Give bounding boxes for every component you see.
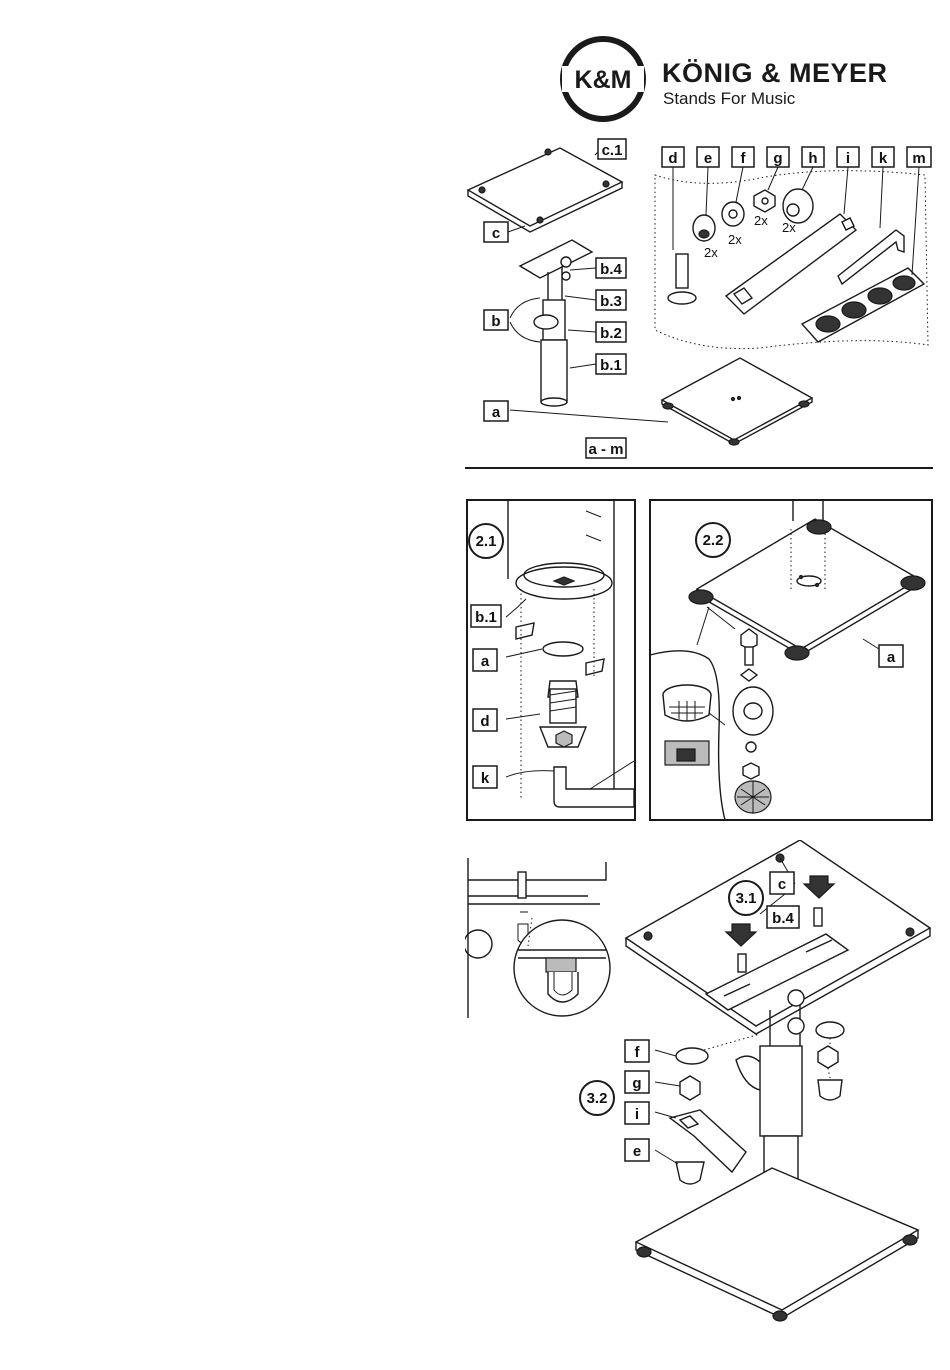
pads-m (802, 268, 924, 342)
label-g-3: g (625, 1071, 649, 1093)
svg-text:g: g (632, 1075, 641, 1092)
svg-text:d: d (668, 150, 677, 167)
part-label-b4: b.4 (596, 258, 626, 278)
base-plate-a (662, 358, 812, 445)
pole-assembly-b (520, 240, 592, 406)
label-c-3: c (770, 872, 794, 894)
step-3-2-badge: 3.2 (580, 1081, 614, 1115)
part-label-k: k (872, 147, 894, 167)
logo-text: K&M (575, 66, 632, 94)
svg-text:k: k (481, 770, 490, 787)
svg-text:2.2: 2.2 (703, 532, 724, 549)
parts-overview-figure: c.1 c b.4 b.3 b b.2 b.1 a a - m d e f g … (465, 135, 935, 465)
step-3-1-badge: 3.1 (729, 881, 763, 915)
svg-text:b.2: b.2 (600, 325, 622, 342)
step-3-figure: c b.4 f g i e 3.1 3.2 (465, 840, 935, 1330)
brand-tagline: Stands For Music (663, 89, 795, 109)
part-label-f: f (732, 147, 754, 167)
foot-tr (807, 520, 831, 534)
svg-text:b: b (491, 313, 500, 330)
svg-text:b.4: b.4 (772, 910, 794, 927)
part-label-c: c (484, 222, 508, 242)
part-label-b3: b.3 (596, 290, 626, 310)
part-label-b2: b.2 (596, 322, 626, 342)
part-label-g: g (767, 147, 789, 167)
step-2-1-badge: 2.1 (469, 524, 503, 558)
part-label-d: d (662, 147, 684, 167)
svg-text:a: a (481, 653, 490, 670)
svg-text:m: m (912, 150, 925, 167)
qty-h: 2x (782, 220, 796, 235)
svg-text:b.1: b.1 (600, 357, 622, 374)
svg-text:b.1: b.1 (475, 609, 497, 626)
label-d: d (473, 709, 497, 731)
detail-inset (465, 858, 610, 1018)
qty-f: 2x (728, 232, 742, 247)
svg-text:d: d (480, 713, 489, 730)
washer-f (722, 202, 744, 226)
part-label-i: i (837, 147, 859, 167)
top-plate-c-3 (626, 840, 930, 1034)
svg-text:i: i (635, 1106, 639, 1123)
svg-text:c: c (778, 876, 786, 893)
label-a: a (473, 649, 497, 671)
svg-text:2.1: 2.1 (476, 533, 497, 550)
step-2-1-figure: 2.1 b.1 a d k (466, 499, 636, 821)
nut-g-3 (680, 1076, 700, 1100)
top-plate-c (468, 148, 622, 232)
svg-text:3.2: 3.2 (587, 1090, 608, 1107)
step-2-2-figure: 2.2 a (649, 499, 933, 821)
foot-e (693, 215, 715, 241)
part-label-b: b (484, 310, 508, 330)
qty-g: 2x (754, 213, 768, 228)
brand-header: K&M KÖNIG & MEYER Stands For Music (560, 38, 930, 118)
km-logo-icon: K&M (560, 36, 646, 122)
washer-f-3 (676, 1048, 708, 1064)
svg-text:e: e (704, 150, 712, 167)
foot-r (901, 576, 925, 590)
part-label-e: e (697, 147, 719, 167)
svg-text:c: c (492, 225, 500, 242)
brand-name: KÖNIG & MEYER (662, 58, 888, 89)
svg-text:b.4: b.4 (600, 261, 622, 278)
section-divider (465, 467, 933, 469)
part-label-b1: b.1 (596, 354, 626, 374)
svg-text:i: i (846, 150, 850, 167)
label-a-2-2: a (879, 645, 903, 667)
cap-h (783, 189, 813, 223)
part-label-c1: c.1 (598, 139, 626, 159)
label-b1: b.1 (471, 605, 501, 627)
svg-text:3.1: 3.1 (736, 890, 757, 907)
svg-text:e: e (633, 1143, 641, 1160)
foot-b (785, 646, 809, 660)
foot-e-3 (676, 1162, 704, 1184)
part-label-a: a (484, 401, 508, 421)
label-e-3: e (625, 1139, 649, 1161)
svg-text:c.1: c.1 (602, 142, 623, 159)
label-k: k (473, 766, 497, 788)
nut-g (754, 190, 775, 212)
label-i-3: i (625, 1102, 649, 1124)
foot-l (689, 590, 713, 604)
svg-text:a - m: a - m (588, 441, 623, 458)
label-f-3: f (625, 1040, 649, 1062)
part-label-m: m (907, 147, 931, 167)
screw-d (668, 254, 696, 304)
svg-text:a: a (887, 649, 896, 666)
svg-text:a: a (492, 404, 501, 421)
svg-text:k: k (879, 150, 888, 167)
svg-text:h: h (808, 150, 817, 167)
label-b4-3: b.4 (767, 906, 799, 928)
qty-e: 2x (704, 245, 718, 260)
part-label-h: h (802, 147, 824, 167)
svg-text:b.3: b.3 (600, 293, 622, 310)
step-2-2-badge: 2.2 (696, 523, 730, 557)
part-label-a-m: a - m (586, 438, 626, 458)
svg-text:g: g (773, 150, 782, 167)
